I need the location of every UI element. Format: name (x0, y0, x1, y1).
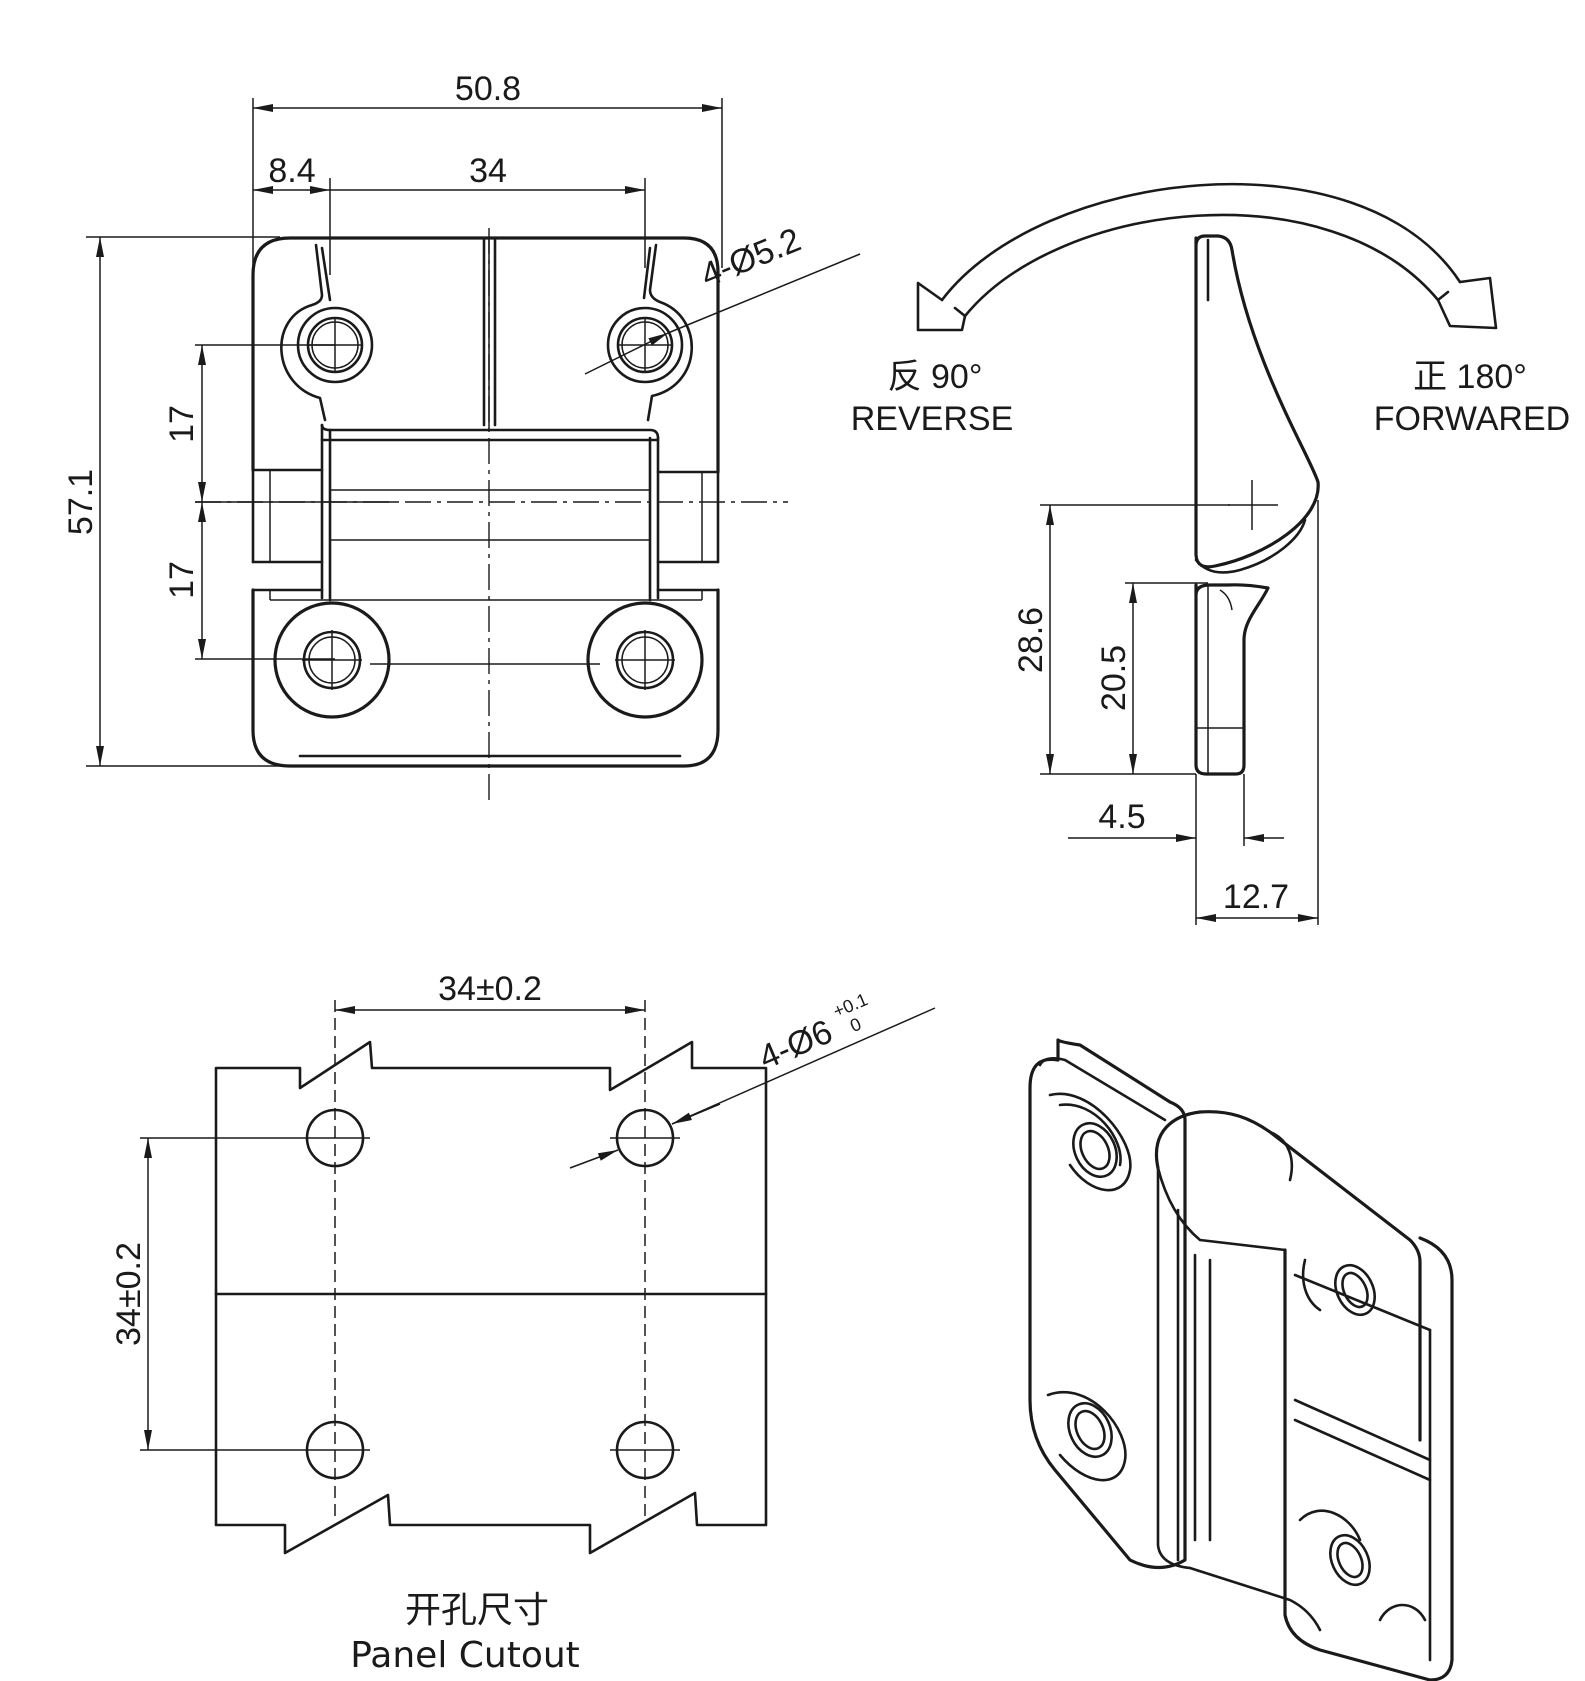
upper-right-relief (646, 243, 694, 422)
cutout-hole-lower-left (300, 1420, 370, 1480)
cutout-hole-callout-label: 4-Ø6 (753, 1013, 837, 1078)
dim-axis-height-label: 28.6 (1012, 607, 1050, 673)
hinge-profile (1194, 234, 1320, 569)
hinge-lower-leaf (1194, 583, 1270, 776)
iso-left-leaf (1028, 1038, 1187, 1570)
iso-right-leaf (1283, 1236, 1454, 1681)
dim-overall-depth: 12.7 (1196, 878, 1318, 922)
dim-leaf-height-label: 20.5 (1095, 645, 1133, 711)
arrow-forward (1436, 276, 1498, 330)
rotation-arc-outer (940, 182, 1462, 302)
side-view: 反 90° REVERSE 正 180° FORWARED 28.6 20.5 (851, 182, 1570, 925)
iso-knuckle (1154, 1110, 1422, 1442)
dim-overall-height-label: 57.1 (62, 469, 100, 535)
dim-axis-height: 28.6 (1012, 505, 1054, 774)
upper-left-relief (280, 243, 327, 422)
front-view: 50.8 8.4 34 57.1 17 17 (62, 70, 861, 805)
panel-outline (214, 1040, 768, 1555)
dim-hole-to-axis-upper: 17 (163, 345, 206, 502)
dim-hole-to-axis-upper-label: 17 (163, 405, 201, 443)
dim-cutout-vertical-label: 34±0.2 (110, 1242, 148, 1346)
dim-edge-to-hole-label: 8.4 (268, 152, 315, 190)
dim-hole-to-axis-lower: 17 (163, 502, 206, 659)
panel-cutout-title-cn: 开孔尺寸 (405, 1590, 549, 1631)
dim-leaf-height: 20.5 (1095, 583, 1137, 774)
dim-overall-height: 57.1 (62, 237, 104, 766)
reverse-label: REVERSE (851, 400, 1014, 438)
dim-cutout-horizontal-label: 34±0.2 (438, 970, 542, 1008)
dim-plate-thickness-label: 4.5 (1098, 798, 1145, 836)
dim-hole-spacing-label: 34 (469, 152, 507, 190)
dim-hole-spacing: 34 (330, 152, 645, 194)
cutout-hole-callout: 4-Ø6 +0.1 0 (569, 989, 936, 1169)
rotation-arc-inner (963, 213, 1440, 318)
dim-hole-to-axis-lower-label: 17 (163, 561, 201, 599)
cutout-tol-lower: 0 (847, 1014, 864, 1036)
dim-cutout-horizontal: 34±0.2 (335, 970, 645, 1014)
panel-cutout: 34±0.2 34±0.2 4-Ø6 +0.1 0 开孔尺寸 Panel Cut… (110, 970, 936, 1676)
isometric-view (1028, 1038, 1454, 1681)
panel-cutout-title-en: Panel Cutout (350, 1635, 580, 1676)
reverse-angle-label: 反 90° (888, 358, 983, 396)
dim-cutout-vertical: 34±0.2 (110, 1138, 152, 1450)
upper-leaf-outline (251, 236, 720, 474)
forward-angle-label: 正 180° (1413, 358, 1527, 396)
cutout-hole-upper-right (610, 1108, 680, 1168)
cutout-hole-lower-right (610, 1420, 680, 1480)
dim-plate-thickness: 4.5 (1068, 798, 1284, 842)
dim-overall-width-label: 50.8 (455, 70, 521, 108)
cutout-hole-upper-left (300, 1108, 370, 1168)
knuckle-band (320, 423, 660, 440)
dim-edge-to-hole: 8.4 (253, 152, 330, 194)
dim-overall-depth-label: 12.7 (1223, 878, 1289, 916)
dim-overall-width: 50.8 (253, 70, 722, 112)
lower-leaf-outline (251, 588, 720, 768)
arrow-reverse (916, 281, 967, 332)
forward-label: FORWARED (1374, 400, 1570, 438)
